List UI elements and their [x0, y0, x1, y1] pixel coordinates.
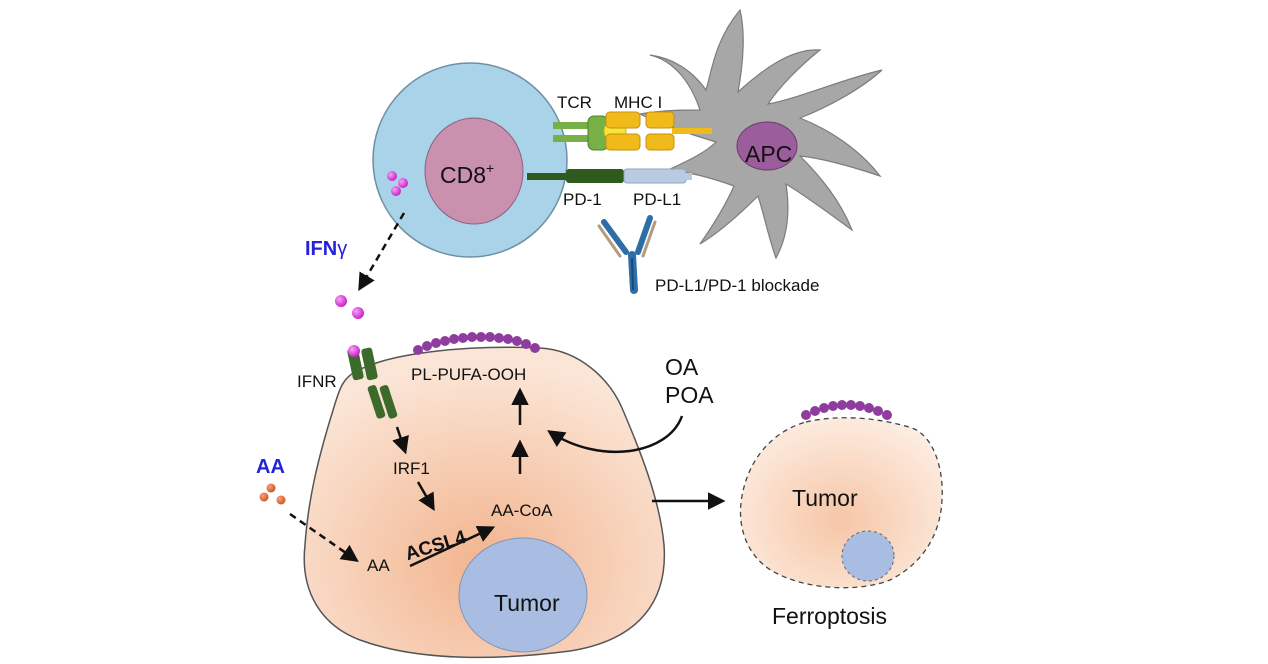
- oxidized-lipid-chain: [413, 332, 540, 355]
- mhc-i-label: MHC I: [614, 93, 662, 112]
- oa-poa-curved-arrow: [547, 415, 684, 454]
- irf1-to-acsl4-arrow: [416, 481, 435, 512]
- ferroptotic-tumor-cell: [739, 417, 943, 589]
- cd8-t-cell: CD8+: [372, 62, 568, 258]
- ferroptosis-label: Ferroptosis: [772, 603, 887, 629]
- tcr-stalk: [553, 122, 593, 129]
- ferroptotic-nucleus: [841, 530, 895, 582]
- mhc-i-complex: [605, 111, 641, 129]
- aa-coa-label: AA-CoA: [491, 501, 553, 520]
- t-cell-nucleus: [424, 117, 524, 225]
- tcr-label: TCR: [557, 93, 592, 112]
- aa-to-aacoa-arrow: [409, 525, 496, 568]
- pd1-pdl1-interaction: PD-1 PD-L1: [527, 168, 692, 209]
- tcr-mhc-synapse: TCR MHC I: [553, 93, 712, 151]
- ifnr-label: IFNR: [297, 372, 337, 391]
- irf1-label: IRF1: [393, 459, 430, 478]
- ifng-secretion-arrow: [358, 212, 406, 292]
- pl-pufa-ooh-label: PL-PUFA-OOH: [411, 365, 526, 384]
- exogenous-aa-molecules: [259, 483, 286, 505]
- pdl1-ligand: [623, 168, 687, 184]
- ifnr-to-irf1-arrow: [392, 426, 409, 455]
- intracellular-ifng-granules: [387, 171, 408, 196]
- ferroptotic-lipid-chain: [801, 400, 892, 420]
- apc-nucleus: [736, 121, 798, 171]
- aa-uptake-arrow: [289, 512, 359, 563]
- oa-label: OA: [665, 354, 699, 380]
- blocking-antibody-icon: [597, 215, 657, 294]
- antigen-presenting-cell: APC: [638, 8, 883, 260]
- mhc-stalk: [672, 128, 712, 134]
- aa-exogenous-label: AA: [256, 456, 285, 478]
- poa-label: POA: [665, 382, 714, 408]
- tumor-nucleus: [458, 537, 588, 653]
- ferroptotic-tumor-label: Tumor: [792, 485, 858, 511]
- bound-ifng: [348, 345, 360, 357]
- tcr-stalk-2: [553, 135, 593, 142]
- pdl1-label: PD-L1: [633, 190, 681, 209]
- cd8-label: CD8+: [440, 160, 494, 188]
- tumor-nucleus-label: Tumor: [494, 590, 560, 616]
- ifn-receptor: [347, 345, 398, 419]
- ifng-label: IFNγ: [305, 238, 347, 260]
- aa-substrate-label: AA: [367, 556, 390, 575]
- secreted-ifng-molecules: [335, 295, 364, 319]
- blockade-label: PD-L1/PD-1 blockade: [655, 276, 819, 295]
- pd1-label: PD-1: [563, 190, 602, 209]
- apc-label: APC: [745, 141, 792, 167]
